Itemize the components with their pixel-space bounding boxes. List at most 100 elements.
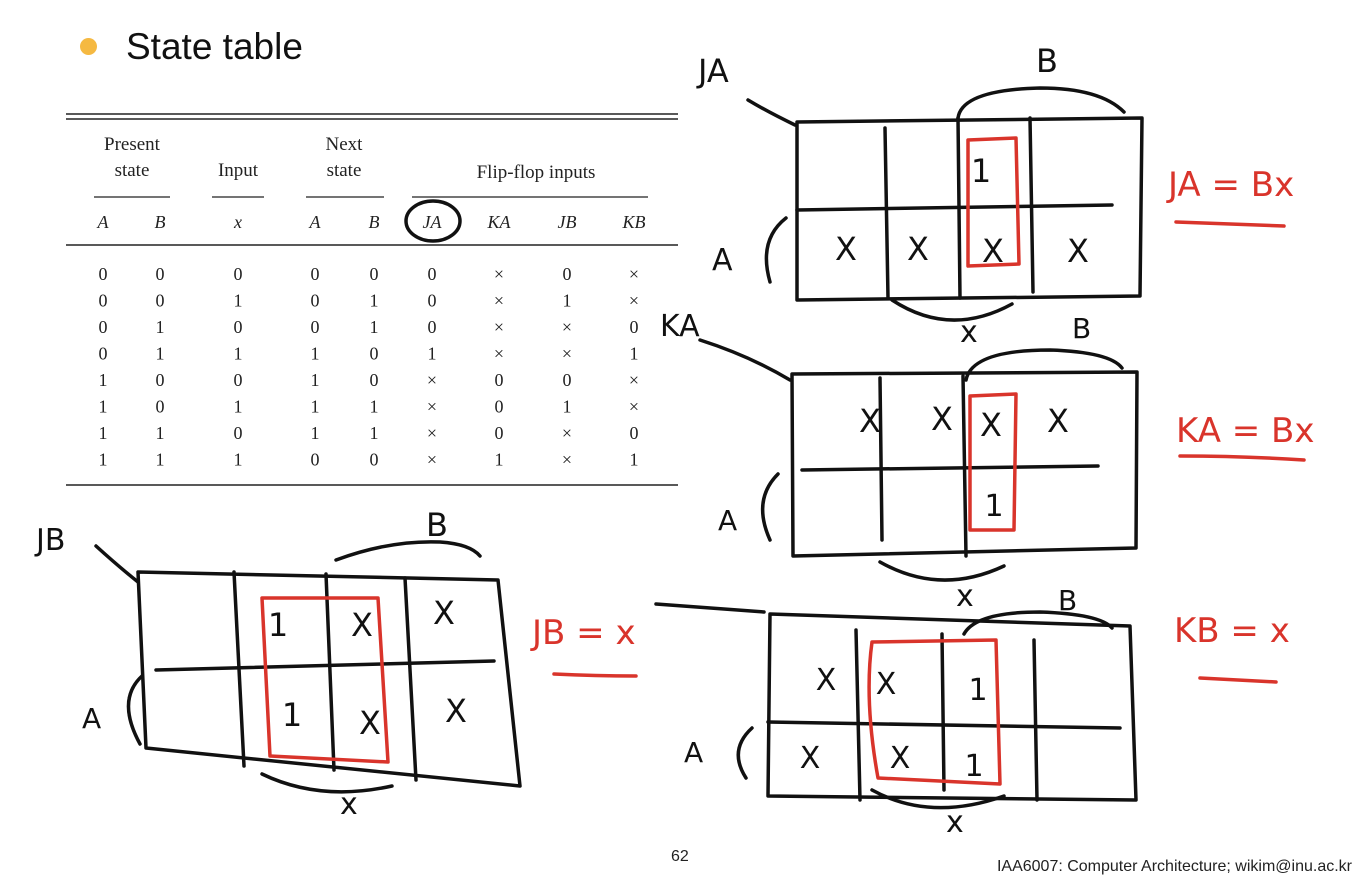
table-cell: 0 [630, 423, 639, 443]
header-flipflop: Flip-flop inputs [477, 162, 596, 183]
kmap-ka-brace-b [964, 348, 1124, 382]
table-cell: × [494, 291, 504, 311]
kmap-ja-col-3 [1028, 116, 1035, 294]
table-cell: 0 [156, 264, 165, 284]
table-cell: 0 [234, 423, 243, 443]
kmap-ja-row-line [795, 203, 1114, 212]
table-body: 0 0 0 0 0 0 × 0 × 0 0 1 0 1 0 × 1 × 0 1 0 0 1 0 × × 0 0 1 1 1 0 1 × × 1 1 0 0 1… [99, 264, 640, 470]
state-table: Present state Input Next state Flip-flop… [66, 113, 678, 486]
table-cell: 0 [99, 291, 108, 311]
table-cell: 0 [156, 397, 165, 417]
table-cell: 0 [630, 317, 639, 337]
kmap-ka-row-line [800, 464, 1100, 472]
table-cell: 0 [99, 317, 108, 337]
table-cell: 1 [99, 370, 108, 390]
kmap-ja-var-a: A [712, 243, 733, 278]
table-cell: 1 [234, 397, 243, 417]
table-cell: × [562, 423, 572, 443]
table-cell: 1 [370, 317, 379, 337]
table-cell: 1 [311, 397, 320, 417]
table-cell: 1 [370, 397, 379, 417]
table-cell: 1 [563, 397, 572, 417]
table-cell: 0 [428, 291, 437, 311]
kmap-ka-label-stroke [698, 338, 792, 382]
kmap-ka-col-2 [961, 374, 968, 558]
kmap-ka-equation-underline [1178, 454, 1306, 462]
kmap-jb-row-line [154, 659, 496, 672]
kmap-kb-brace-a [736, 726, 754, 780]
ja-circle-annotation [404, 199, 462, 243]
kmap-ja-var-b: B [1036, 42, 1058, 80]
table-cell: 1 [99, 423, 108, 443]
kmap-kb-label-stroke [654, 602, 766, 614]
kmap-kb-var-b: B [1058, 584, 1077, 617]
header-input: Input [218, 160, 259, 181]
table-cell: × [562, 450, 572, 470]
page-number: 62 [671, 848, 689, 865]
kmap-kb-cell-1-1: X [890, 741, 911, 776]
table-cell: × [562, 344, 572, 364]
kmap-ja-equation: JA = Bx [1166, 165, 1294, 205]
kmap-ja-col-2 [956, 116, 962, 300]
table-cell: 0 [428, 264, 437, 284]
bullet-dot [80, 38, 97, 55]
kmap-jb-brace-x [260, 772, 394, 794]
table-cell: 1 [234, 450, 243, 470]
table-cell: 0 [234, 317, 243, 337]
kmap-ja-brace-b [956, 86, 1126, 120]
table-cell: 1 [428, 344, 437, 364]
table-cell: × [494, 264, 504, 284]
table-cell: × [629, 370, 639, 390]
col-ja: JA [423, 212, 443, 232]
table-cell: 0 [156, 370, 165, 390]
table-cell: 0 [428, 317, 437, 337]
table-cell: × [562, 317, 572, 337]
column-headers: A B x A B JA KA JB KB [97, 212, 646, 232]
kmap-jb-cell-1-2: X [359, 704, 381, 742]
table-cell: 0 [156, 291, 165, 311]
kmap-ka-var-b: B [1072, 312, 1091, 345]
table-cell: 1 [99, 397, 108, 417]
col-jb: JB [558, 212, 577, 232]
kmap-kb-equation-underline [1198, 676, 1278, 684]
col-next-a: A [309, 212, 322, 232]
kmap-kb-var-a: A [684, 736, 703, 769]
table-cell: 0 [99, 264, 108, 284]
kmap-kb-equation: KB = x [1174, 611, 1290, 651]
kmap-jb-cell-0-3: X [433, 594, 455, 632]
table-cell: 0 [563, 264, 572, 284]
kmap-ka: KA B A x X X X X 1 KA = Bx [660, 309, 1315, 614]
kmap-jb-border [136, 570, 522, 788]
kmap-ja: JA B A x 1 X X X X JA = Bx [696, 42, 1294, 350]
table-cell: 0 [370, 264, 379, 284]
kmap-kb: B A x X X 1 X X 1 KB = x [654, 584, 1290, 840]
kmap-jb-equation: JB = x [530, 613, 636, 653]
table-cell: 0 [495, 397, 504, 417]
kmap-ka-border [790, 370, 1139, 558]
slide-footer: IAA6007: Computer Architecture; wikim@in… [996, 858, 1352, 875]
kmap-kb-col-3 [1032, 638, 1039, 802]
kmap-kb-cell-0-1: X [876, 667, 897, 702]
table-cell: 0 [311, 450, 320, 470]
kmap-ka-equation: KA = Bx [1176, 411, 1315, 451]
kmap-ka-cell-0-1: X [931, 400, 953, 438]
col-next-b: B [369, 212, 380, 232]
kmap-ja-var-x: x [960, 315, 978, 350]
table-cell: 0 [370, 370, 379, 390]
table-cell: × [427, 423, 437, 443]
kmap-ja-label: JA [696, 52, 729, 90]
kmap-ka-cell-0-3: X [1047, 402, 1069, 440]
kmap-kb-border [766, 612, 1138, 802]
table-cell: × [494, 344, 504, 364]
table-cell: 1 [370, 291, 379, 311]
kmap-jb-cell-1-1: 1 [282, 696, 302, 734]
table-cell: 1 [156, 450, 165, 470]
kmap-ka-cell-0-0: X [859, 402, 881, 440]
kmap-kb-cell-1-2: 1 [964, 749, 983, 784]
table-cell: 0 [370, 450, 379, 470]
kmap-jb-cell-1-3: X [445, 692, 467, 730]
